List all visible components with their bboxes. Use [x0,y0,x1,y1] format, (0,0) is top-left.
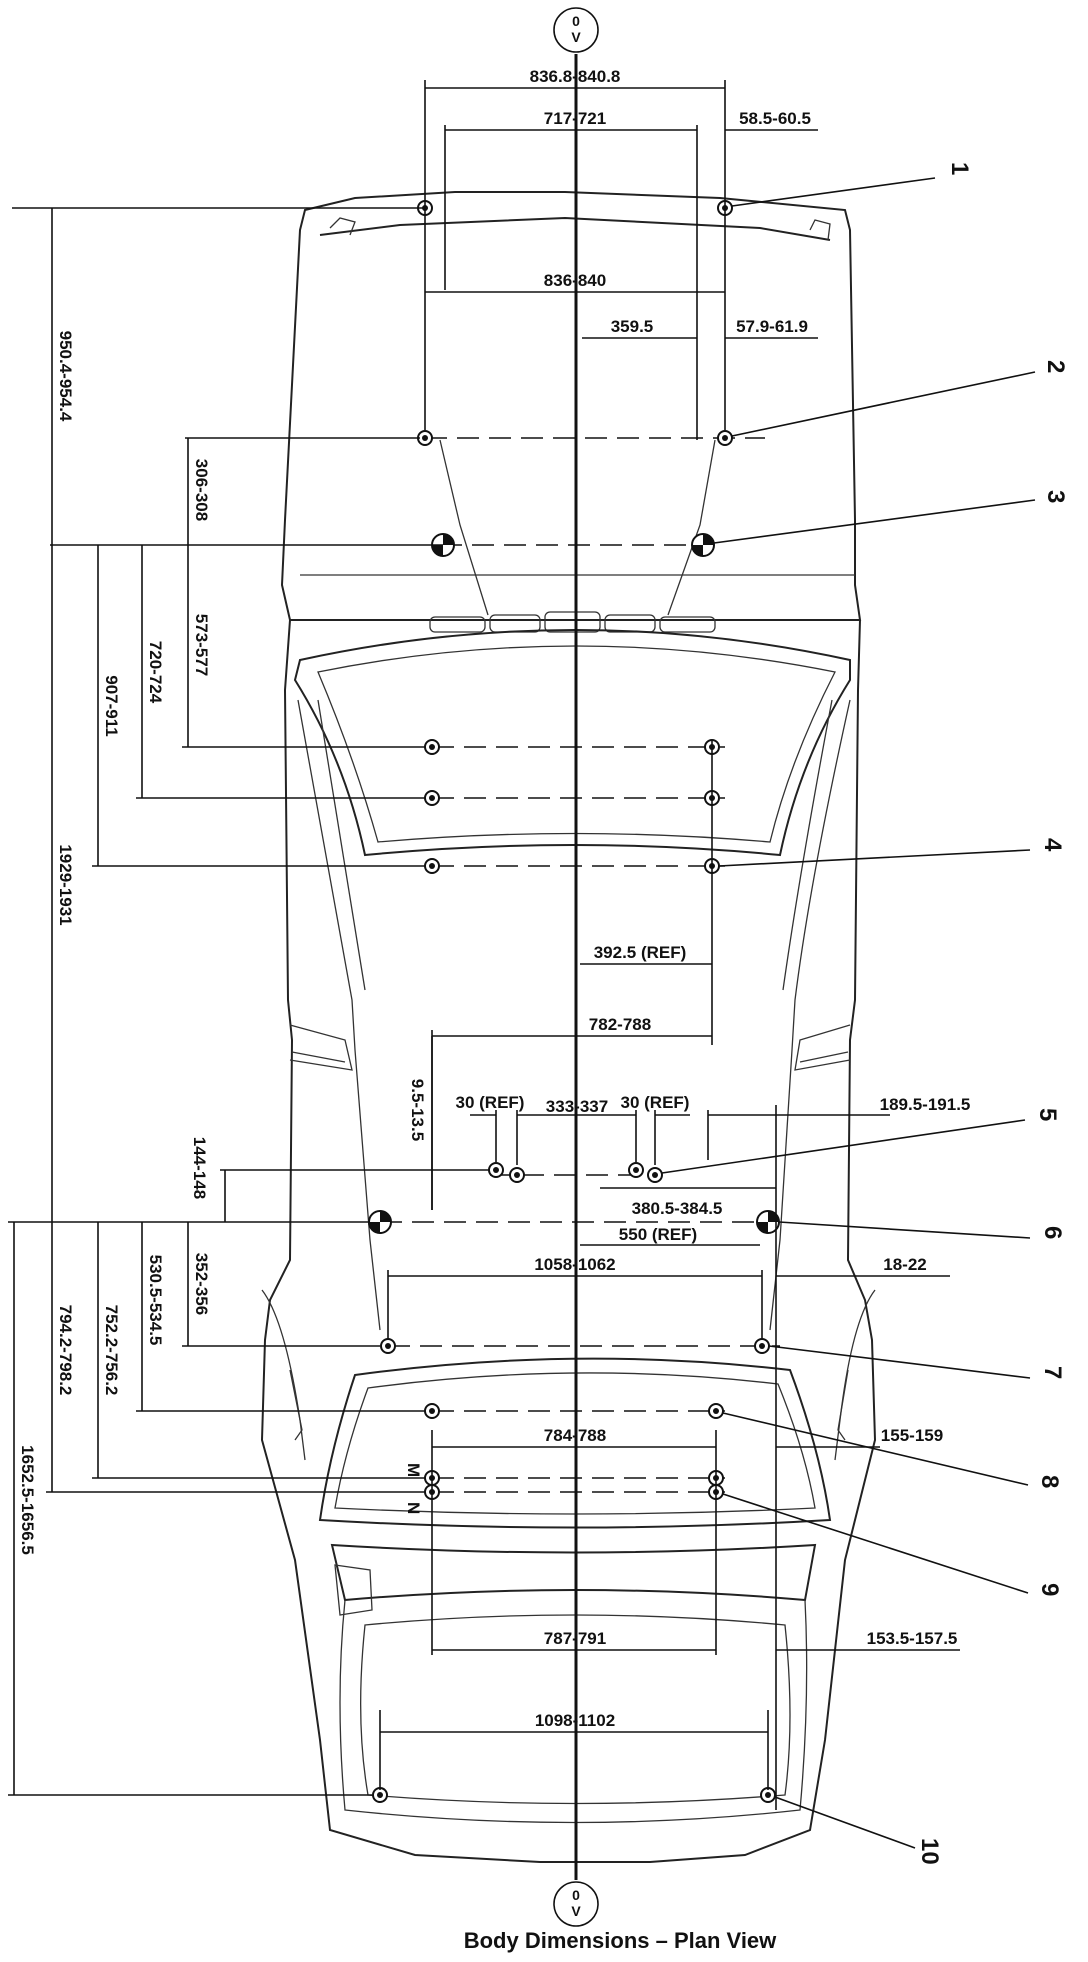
dim-153-5-157-5: 153.5-157.5 [867,1629,958,1648]
dim-530-5-534-5: 530.5-534.5 [146,1255,165,1346]
callout-numbers: 1 2 3 4 5 6 7 8 9 10 [916,162,1069,1865]
dim-58-5-60-5: 58.5-60.5 [739,109,811,128]
point-6-left [368,1210,392,1234]
diagram-caption: Body Dimensions – Plan View [464,1928,777,1953]
point-7-left [380,1338,396,1354]
point-5-right-a [628,1162,644,1178]
svg-text:V: V [571,29,581,45]
point-5-left-b [509,1167,525,1183]
callout-8: 8 [1036,1475,1063,1488]
point-10-left [372,1787,388,1803]
dim-1652-5-1656-5: 1652.5-1656.5 [18,1445,37,1555]
dim-836-8-840-8: 836.8-840.8 [530,67,621,86]
point-3-right [691,533,715,557]
dim-18-22: 18-22 [883,1255,926,1274]
dim-720-724: 720-724 [146,641,165,704]
svg-text:V: V [571,1903,581,1919]
dim-333-337: 333-337 [546,1097,608,1116]
point-8-left [424,1403,440,1419]
dim-787-791: 787-791 [544,1629,606,1648]
dim-907-911: 907-911 [102,675,121,736]
dim-57-9-61-9: 57.9-61.9 [736,317,808,336]
callout-9: 9 [1036,1583,1063,1596]
dim-752-2-756-2: 752.2-756.2 [102,1305,121,1396]
dim-794-2-798-2: 794.2-798.2 [56,1305,75,1396]
point-7-right [754,1338,770,1354]
dim-144-148: 144-148 [190,1137,209,1199]
hole-label-m: M [404,1463,423,1477]
callout-7: 7 [1039,1366,1066,1379]
point-10-right [760,1787,776,1803]
dim-359-5: 359.5 [611,317,654,336]
dim-30-ref-left: 30 (REF) [456,1093,525,1112]
dim-380-5-384-5: 380.5-384.5 [632,1199,723,1218]
dim-573-577: 573-577 [192,614,211,676]
point-5-left-a [488,1162,504,1178]
dim-717-721: 717-721 [544,109,606,128]
dim-155-159: 155-159 [881,1426,943,1445]
callout-leaders [661,177,1036,1849]
datum-label-rear: 0 [572,1887,580,1903]
callout-6: 6 [1039,1226,1066,1239]
point-datum-lines [380,437,780,1493]
point-5-right-b [647,1167,663,1183]
dim-352-356: 352-356 [192,1253,211,1315]
point-windshield-upper-left [424,739,440,755]
datum-circle-rear [553,1881,599,1927]
dim-836-840: 836-840 [544,271,606,290]
dim-9-5-13-5: 9.5-13.5 [408,1079,427,1141]
hole-label-n: N [404,1502,423,1514]
point-windshield-mid-left [424,790,440,806]
dim-1058-1062: 1058-1062 [534,1255,615,1274]
datum-label-front: 0 [572,13,580,29]
vertical-dimension-lines [8,207,490,1796]
vehicle-centerline: 0 V 0 V [553,7,599,1927]
dim-550-ref: 550 (REF) [619,1225,697,1244]
horizontal-dimension-labels: 836.8-840.8 717-721 58.5-60.5 836-840 35… [456,67,971,1730]
measurement-points: M N [368,200,780,1803]
callout-2: 2 [1042,360,1069,373]
callout-10: 10 [916,1838,943,1865]
dim-306-308: 306-308 [192,459,211,521]
dim-950-4-954-4: 950.4-954.4 [56,331,75,422]
vehicle-body-outline [260,191,877,1863]
callout-1: 1 [946,162,973,175]
callout-5: 5 [1034,1108,1061,1121]
dim-392-5-ref: 392.5 (REF) [594,943,687,962]
callout-3: 3 [1042,490,1069,503]
dim-784-788: 784-788 [544,1426,606,1445]
datum-circle-front [553,7,599,53]
point-2-right [717,430,733,446]
point-2-left [417,430,433,446]
horizontal-dimension-lines [380,87,960,1733]
point-8-right [708,1403,724,1419]
dim-782-788: 782-788 [589,1015,651,1034]
vertical-dimension-labels: 950.4-954.4 306-308 573-577 720-724 907-… [18,331,427,1555]
callout-4: 4 [1039,838,1066,852]
dim-189-5-191-5: 189.5-191.5 [880,1095,971,1114]
dim-1098-1102: 1098-1102 [535,1711,615,1730]
dim-30-ref-right: 30 (REF) [621,1093,690,1112]
point-4-left [424,858,440,874]
dim-1929-1931: 1929-1931 [56,844,75,925]
